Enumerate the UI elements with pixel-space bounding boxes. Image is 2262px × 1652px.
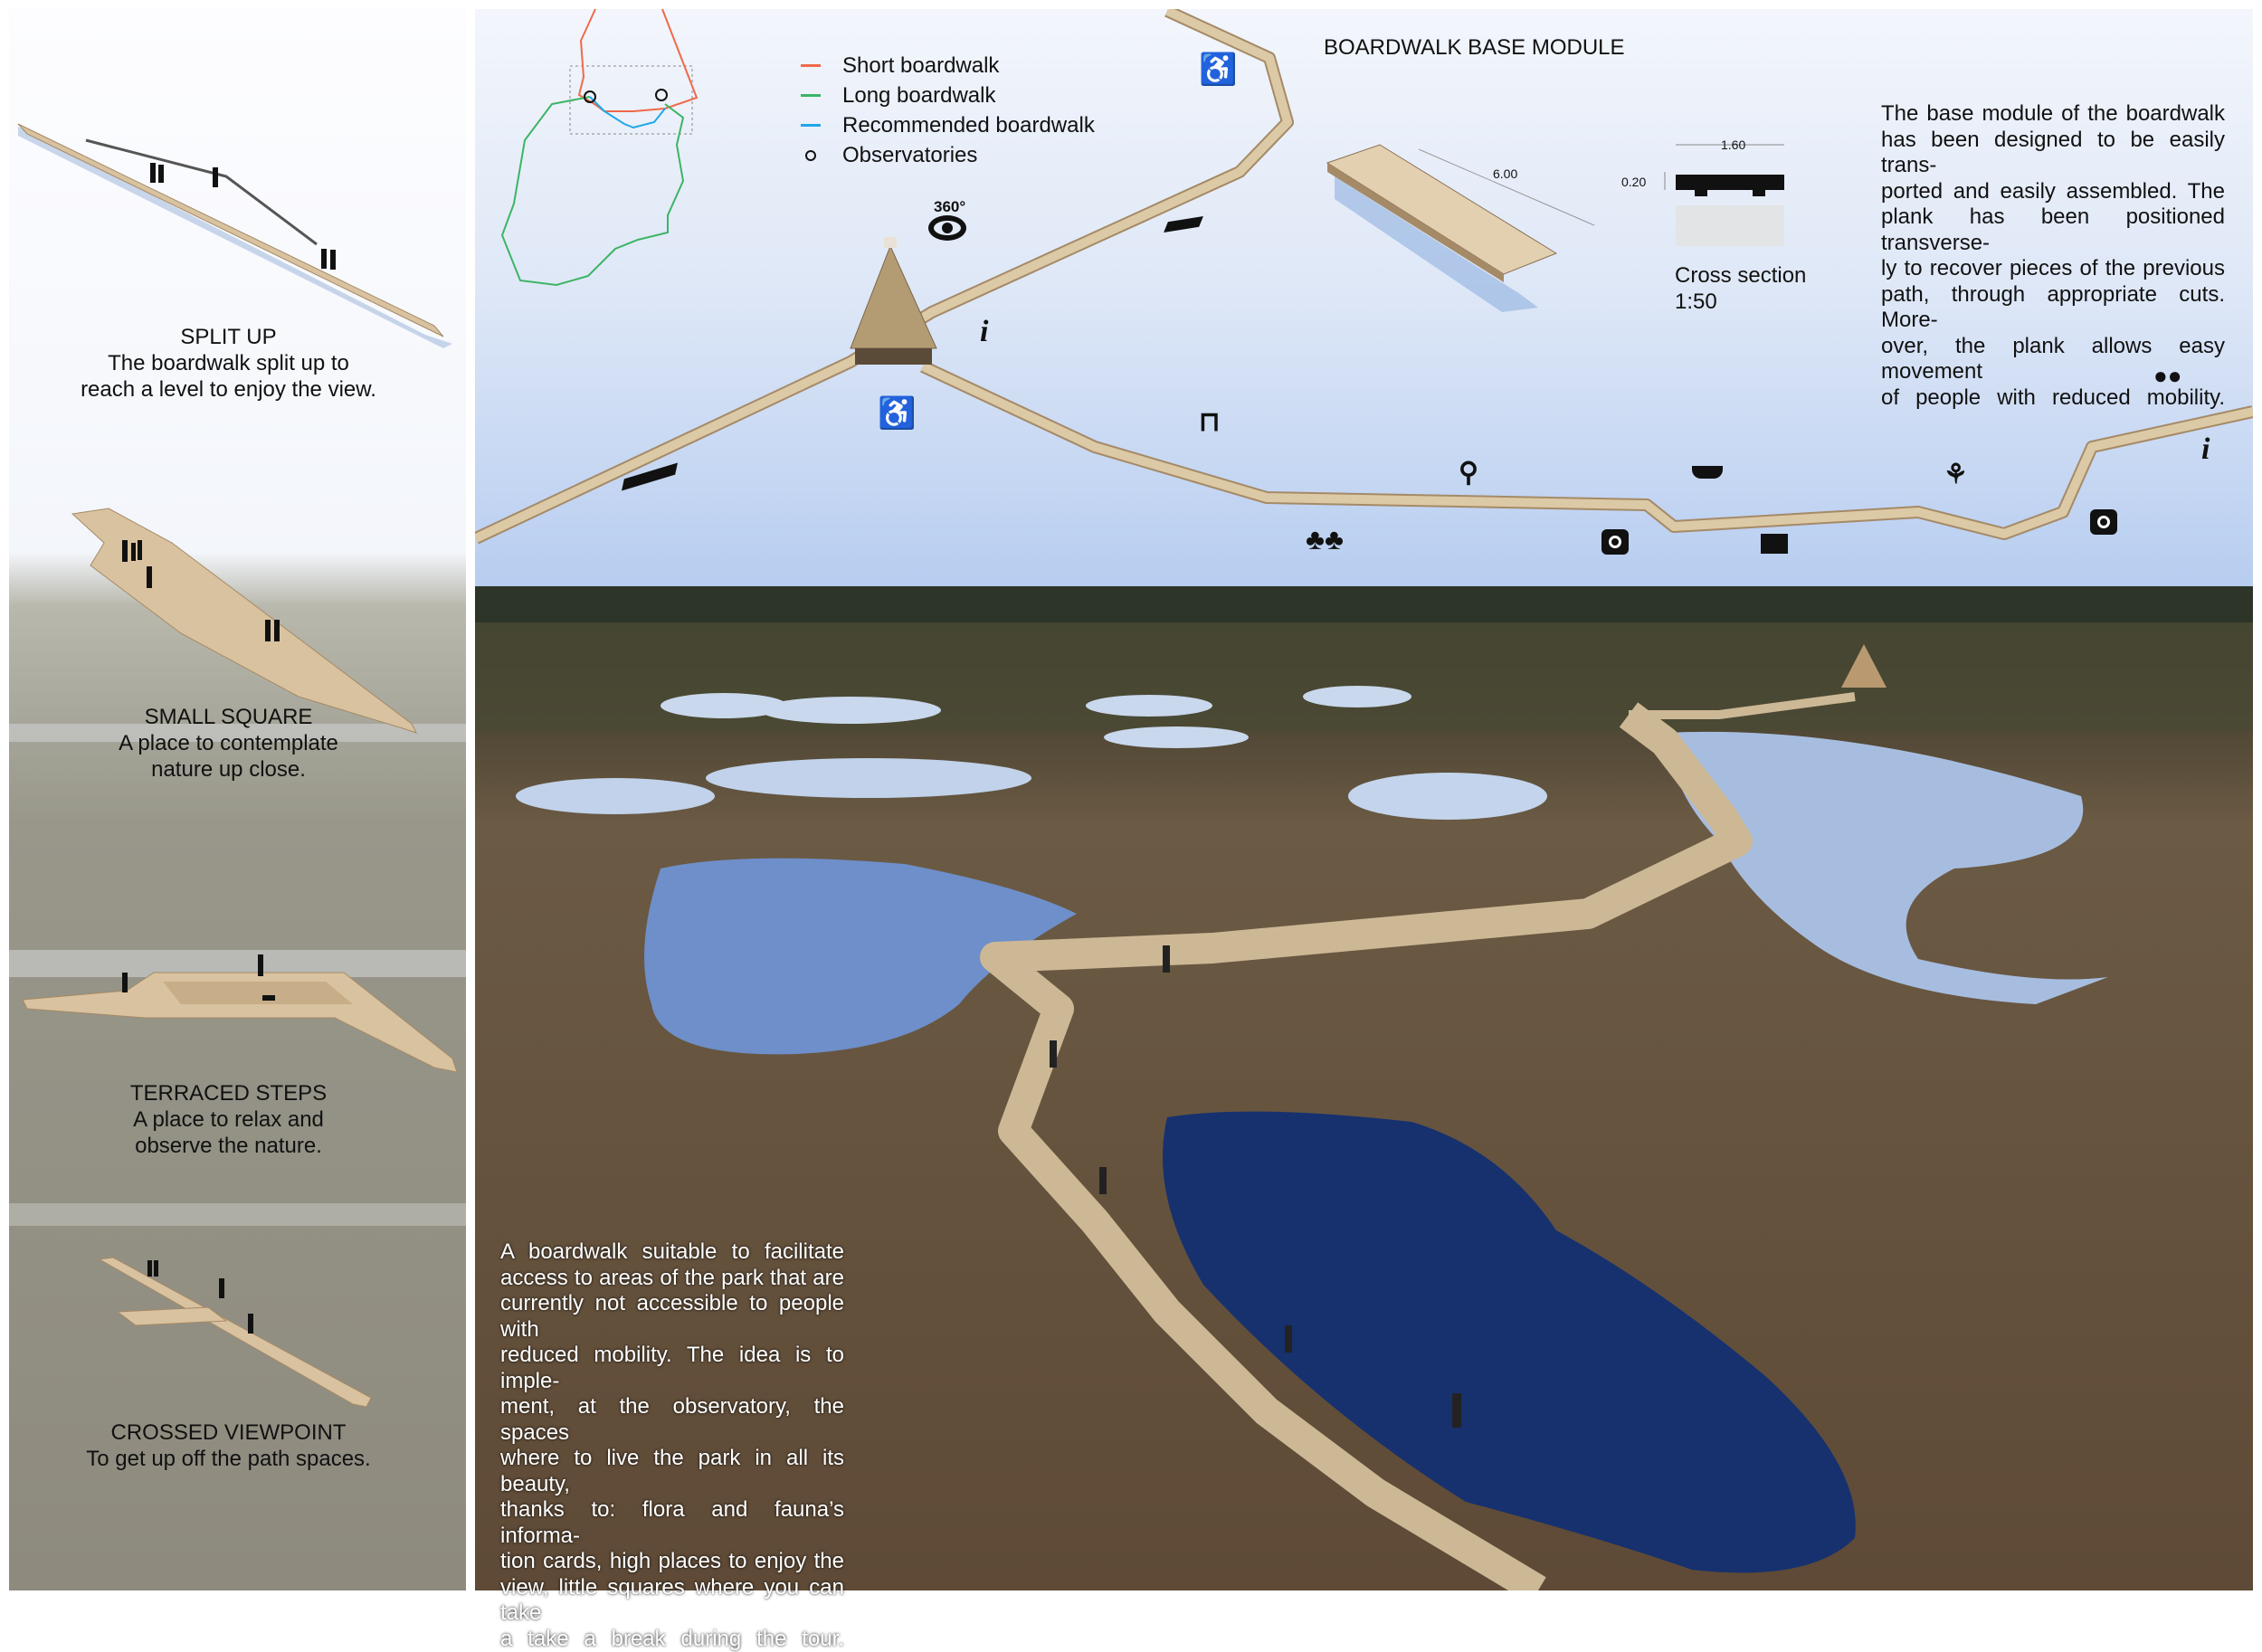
green-line-swatch <box>801 94 821 97</box>
length-dimension: 6.00 <box>1493 161 1517 187</box>
circle-icon <box>805 150 816 161</box>
cross-section-drawing <box>1665 145 1784 246</box>
width-dimension: 1.60 <box>1721 132 1745 158</box>
legend-label: Recommended boardwalk <box>842 113 1095 138</box>
text-line: currently not accessible to people with <box>500 1291 844 1343</box>
observatory-tower <box>851 237 936 365</box>
map-legend: Short boardwalk Long boardwalk Recommend… <box>801 51 1095 170</box>
crossed-viewpoint-render <box>100 1258 371 1407</box>
camera-icon <box>1601 529 1629 555</box>
text-line: a take a break during the tour. <box>500 1627 844 1652</box>
text-line: reduced mobility. The idea is to imple- <box>500 1343 844 1394</box>
caption-line: nature up close. <box>0 756 457 783</box>
text-line: access to areas of the park that are <box>500 1266 844 1292</box>
terraced-steps-caption: TERRACED STEPS A place to relax and obse… <box>0 1080 457 1159</box>
text-line: plank has been positioned transverse- <box>1881 204 2225 256</box>
caption-title: SMALL SQUARE <box>0 704 457 730</box>
stroller-icon: ⚲ <box>1459 460 1478 487</box>
trees-icon: ♣♣ <box>1306 525 1344 554</box>
legend-label: Long boardwalk <box>842 83 995 109</box>
caption-title: SPLIT UP <box>0 324 457 350</box>
info-icon: i <box>980 317 988 347</box>
text-line: ported and easily assembled. The <box>1881 179 2225 205</box>
legend-long: Long boardwalk <box>801 81 1095 110</box>
camera-icon <box>2090 509 2117 535</box>
caption-line: observe the nature. <box>0 1133 457 1159</box>
info-icon: i <box>2201 434 2210 465</box>
caption-line: To get up off the path spaces. <box>0 1446 457 1472</box>
caption-line: The boardwalk split up to <box>0 350 457 376</box>
caption-title: CROSSED VIEWPOINT <box>0 1419 457 1446</box>
legend-label: Observatories <box>842 143 977 168</box>
base-module-render <box>1327 145 1594 312</box>
legend-recommended: Recommended boardwalk <box>801 110 1095 140</box>
wheelchair-icon: ♿ <box>1199 54 1237 85</box>
route-map <box>502 9 697 285</box>
rest-icon: ⚘ <box>1944 461 1968 489</box>
text-line: has been designed to be easily trans- <box>1881 128 2225 179</box>
crossed-viewpoint-caption: CROSSED VIEWPOINT To get up off the path… <box>0 1419 457 1472</box>
height-dimension: 0.20 <box>1621 169 1646 195</box>
text-line: ment, at the observatory, the spaces <box>500 1394 844 1446</box>
text-line: path, through appropriate cuts. More- <box>1881 282 2225 334</box>
legend-label: Short boardwalk <box>842 53 999 79</box>
red-line-swatch <box>801 64 821 67</box>
binoculars-icon: ●● <box>2153 364 2181 387</box>
picnic-icon <box>1692 466 1723 479</box>
eye-icon <box>928 215 966 241</box>
text-line: The base module of the boardwalk <box>1881 101 2225 128</box>
book-icon <box>1761 534 1788 554</box>
small-square-caption: SMALL SQUARE A place to contemplate natu… <box>0 704 457 783</box>
legend-observatories: Observatories <box>801 140 1095 170</box>
viewpoint-icon: ⊓ <box>1199 409 1220 436</box>
text-line: ly to recover pieces of the previous <box>1881 256 2225 282</box>
split-up-render <box>18 124 452 348</box>
legend-short: Short boardwalk <box>801 51 1095 81</box>
module-title: BOARDWALK BASE MODULE <box>1324 34 1625 61</box>
blue-line-swatch <box>801 124 821 127</box>
cross-section-scale: 1:50 <box>1675 289 1717 315</box>
pupil <box>942 223 953 233</box>
lens <box>2097 516 2110 528</box>
intro-paragraph: A boardwalk suitable to facilitate acces… <box>500 1239 844 1652</box>
text-line: tion cards, high places to enjoy the <box>500 1549 844 1575</box>
small-square-render <box>72 508 416 733</box>
split-up-caption: SPLIT UP The boardwalk split up to reach… <box>0 324 457 403</box>
caption-title: TERRACED STEPS <box>0 1080 457 1106</box>
lens <box>1609 536 1621 548</box>
wheelchair-icon: ♿ <box>878 398 916 429</box>
caption-line: A place to contemplate <box>0 730 457 756</box>
caption-line: A place to relax and <box>0 1106 457 1133</box>
text-line: where to live the park in all its beauty… <box>500 1446 844 1497</box>
cross-section-label: Cross section <box>1675 262 1806 289</box>
caption-line: reach a level to enjoy the view. <box>0 376 457 403</box>
text-line: view, little squares where you can take <box>500 1575 844 1627</box>
text-line: A boardwalk suitable to facilitate <box>500 1239 844 1266</box>
text-line: thanks to: flora and fauna’s informa- <box>500 1497 844 1549</box>
